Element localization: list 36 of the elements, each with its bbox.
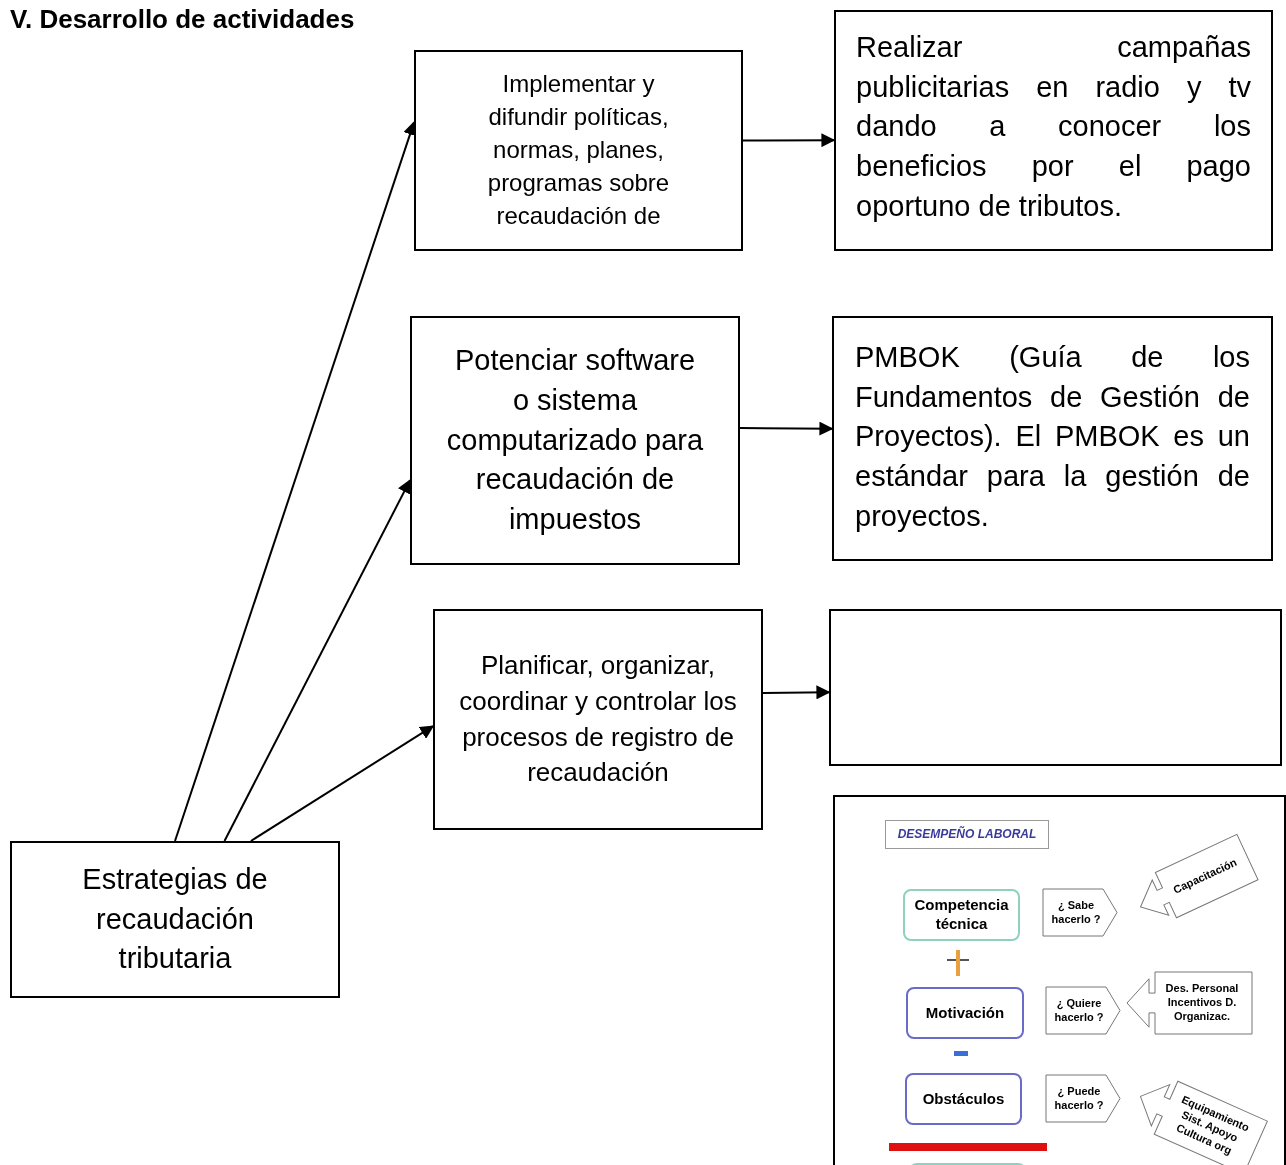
question-tag	[1046, 1075, 1120, 1122]
factor-label: Competencia técnica	[913, 896, 1010, 934]
text-box	[410, 316, 740, 565]
box-text: Planificar, organizar, coordinar y controlar los procesos de registro de recaudación	[458, 649, 738, 790]
question-text: ¿ Quiere hacerlo ?	[1053, 996, 1105, 1025]
text-box	[414, 50, 743, 251]
box-text: Estrategias de recaudación tributaria	[81, 861, 269, 977]
picture-heading: DESEMPEÑO LABORAL	[897, 827, 1037, 842]
empty-box	[829, 609, 1282, 766]
pointer-callout-tag	[1127, 972, 1252, 1034]
box-text: PMBOK (Guía de los Fundamentos de Gestión de Proyectos). El PMBOK es un estándar para la gestión de proyectos.	[855, 340, 1250, 534]
arrow	[742, 133, 836, 148]
arrow-text: Des. Personal Incentivos D. Organizac.	[1164, 982, 1240, 1024]
rounded-box	[906, 987, 1024, 1039]
factor-label: Motivación	[925, 1003, 1005, 1023]
factor-label: Obstáculos	[922, 1089, 1005, 1109]
question-text: ¿ Puede hacerlo ?	[1053, 1084, 1105, 1113]
text-box	[10, 841, 340, 998]
text-box	[832, 316, 1273, 561]
question-tag	[1043, 889, 1117, 936]
arrow	[762, 685, 831, 700]
text-box	[433, 609, 763, 830]
question-tag	[1046, 987, 1120, 1034]
heading-box	[885, 820, 1049, 849]
question-text: ¿ Sabe hacerlo ?	[1050, 898, 1102, 927]
arrow	[223, 479, 411, 842]
section-heading: V. Desarrollo de actividades	[10, 4, 355, 35]
arrow	[739, 421, 834, 436]
box-text: Potenciar software o sistema computarizado para recaudación de impuestos	[445, 343, 705, 538]
arrow	[249, 725, 435, 842]
rounded-box	[905, 1073, 1022, 1125]
box-text: Realizar campañas publicitarias en radio y tv dando a conocer los beneficios por el pago oportuno de tributos.	[856, 30, 1251, 224]
embedded-diagram-picture	[833, 795, 1286, 1165]
text-box	[834, 10, 1273, 251]
rounded-box	[903, 889, 1020, 941]
box-text: Implementar y difundir políticas, normas, planes, programas sobre recaudación de	[486, 69, 671, 231]
